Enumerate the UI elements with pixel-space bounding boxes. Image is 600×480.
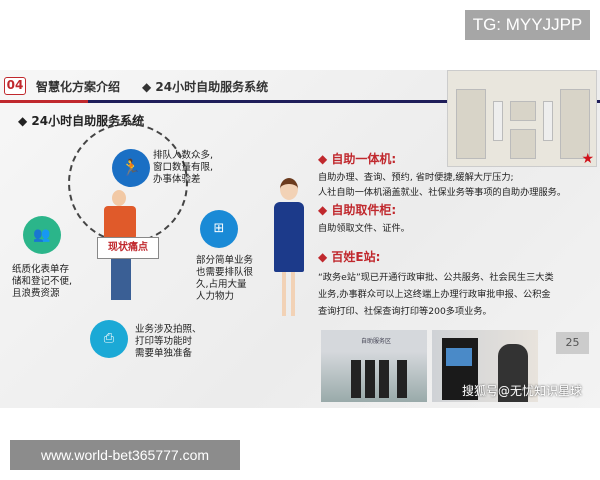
people-group-icon: 👥 [23,216,61,254]
photo-sign-text: 自助服务区 [361,338,392,345]
pain-point-3: 业务涉及拍照、打印等功能时需要单独准备 [135,324,202,359]
header-subtitle: ◆ 24小时自助服务系统 [142,80,269,94]
pain-point-4: 纸质化表单存储和登记不便,且浪费资源 [12,264,73,299]
service-text: “政务e站”现已开通行政审批、公共服务、社会民生三大类 [318,272,554,283]
page-number: 25 [556,332,589,354]
assistant-illustration-body [274,202,304,272]
service-text: 自助办理、查询、预约, 省时便捷,缓解大厅压力; [318,172,514,183]
service-title: ◆ 自助一体机: [318,152,397,166]
kiosk-photo-1: 自助服务区 [321,330,427,402]
service-text: 自助领取文件、证件。 [318,223,410,234]
network-icon: ⊞ [200,210,238,248]
service-title: ◆ 百姓E站: [318,250,381,264]
kiosk-photo-2 [432,330,538,402]
service-text: 人社自助一体机涵盖就业、社保业务等事项的自助办理服务。 [318,187,567,198]
person-illustration-head [112,190,126,206]
pain-points-label: 现状痛点 [97,237,159,259]
section-number: 04 [4,77,26,95]
person-illustration-legs [111,256,131,300]
pain-point-1: 排队人数众多,窗口数量有限,办事体验差 [153,150,214,185]
person-illustration-shirt [104,206,136,240]
watermark-top: TG: MYYJJPP [465,10,590,40]
location-star-icon: ★ [581,151,594,167]
service-text: 业务,办事群众可以上这终端上办理行政审批申报、公积金 [318,289,551,300]
slide: 04 智慧化方案介绍 ◆ 24小时自助服务系统 ★ ◆ 24小时自助服务系统 现… [0,70,600,408]
header-divider-red [0,100,88,103]
watermark-bottom: www.world-bet365777.com [10,440,240,470]
assistant-illustration-legs [282,272,286,316]
printer-icon: ⎙ [90,320,128,358]
service-title: ◆ 自助取件柜: [318,203,397,217]
assistant-illustration-head [280,178,298,200]
pain-point-2: 部分简单业务也需要排队很久,占用大量人力物力 [196,255,254,302]
section-title: 智慧化方案介绍 [36,80,121,94]
services-list: ◆ 自助一体机: 自助办理、查询、预约, 省时便捷,缓解大厅压力; 人社自助一体… [318,150,593,320]
running-person-icon: 🏃 [112,149,150,187]
photo-watermark: 搜狐号@无忧知识星球 [462,384,583,398]
header-divider-navy [88,100,600,103]
floor-plan-image: ★ [447,70,597,167]
service-text: 查询打印、社保查询打印等200多项业务。 [318,306,492,317]
